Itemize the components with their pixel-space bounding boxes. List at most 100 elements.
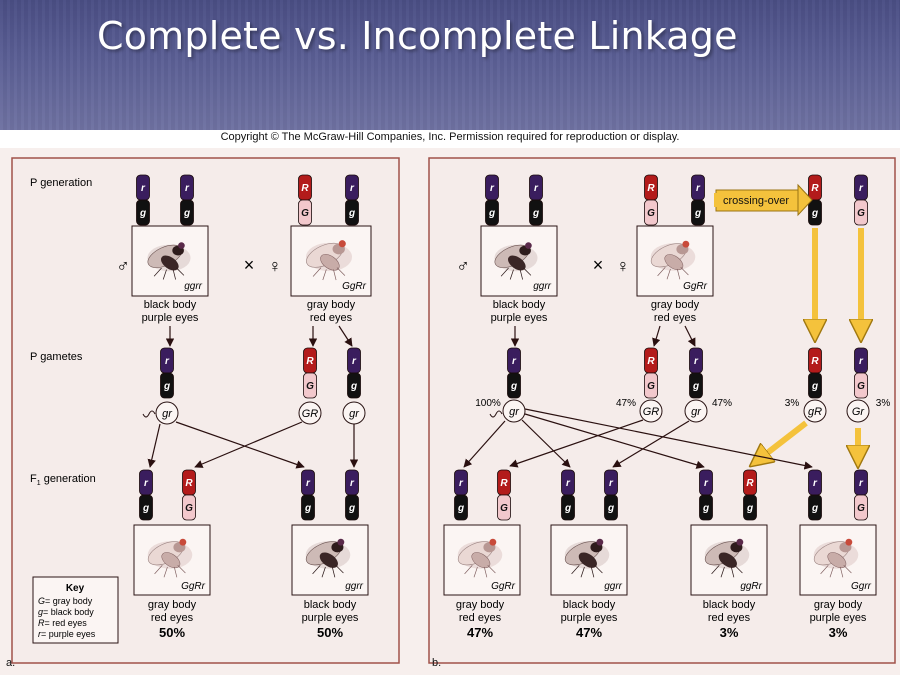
gamete-b-2-percent: 47%: [616, 398, 636, 409]
chromosome: rg: [139, 469, 153, 521]
offspring-a-2-percent: 50%: [317, 625, 343, 640]
offspring-b-1-genotype: GgRr: [491, 581, 516, 592]
chromosome: rg: [160, 347, 174, 399]
gamete-b-2: [639, 399, 663, 423]
chromosome: rG: [854, 347, 868, 399]
allele-label-top: r: [859, 478, 864, 489]
allele-label-bottom: g: [692, 381, 699, 392]
male-phenotype-line2: purple eyes: [142, 312, 199, 324]
allele-label-bottom: g: [811, 208, 818, 219]
panel-a: P generation P gametes F1 generation rgr…: [30, 174, 372, 644]
cross-symbol: ×: [244, 255, 255, 275]
allele-band-bottom: [529, 199, 543, 226]
female-symbol: ♀: [268, 256, 282, 276]
gamete-b-4-label: gR: [808, 406, 822, 418]
female-genotype-b: GgRr: [683, 281, 708, 292]
gamete-b-5: [846, 399, 870, 423]
chromosome: rg: [347, 347, 361, 399]
offspring-b-3-line2: red eyes: [708, 612, 751, 624]
allele-band-bottom: [454, 494, 468, 521]
allele-band-bottom: [644, 372, 658, 399]
allele-label-bottom: G: [857, 208, 865, 219]
allele-label-bottom: g: [564, 503, 571, 514]
allele-band-bottom: [180, 199, 194, 226]
chromosome: rG: [854, 174, 868, 226]
allele-band-bottom: [136, 199, 150, 226]
allele-label-top: r: [566, 478, 571, 489]
gamete-b-5-percent: 3%: [876, 398, 891, 409]
female-phenotype-line1: gray body: [307, 299, 356, 311]
allele-label-top: r: [490, 183, 495, 194]
sperm-tail: [142, 410, 156, 418]
allele-label-top: r: [350, 478, 355, 489]
allele-band-bottom: [182, 494, 196, 521]
chromosome: Rg: [808, 347, 822, 399]
male-symbol: ♂: [116, 256, 130, 276]
key-title: Key: [66, 583, 85, 594]
chromosome: rg: [507, 347, 521, 399]
allele-band-bottom: [345, 199, 359, 226]
title-banner: [0, 0, 900, 130]
chromosome: rg: [699, 469, 713, 521]
copyright-notice: Copyright © The McGraw-Hill Companies, I…: [220, 131, 680, 143]
allele-label-top: R: [500, 478, 508, 489]
crossover-label-bg: [714, 193, 794, 207]
male-phenotype-b-line1: black body: [493, 299, 546, 311]
allele-label-bottom: g: [811, 381, 818, 392]
allele-band-bottom: [345, 494, 359, 521]
offspring-a-1-line1: gray body: [148, 599, 197, 611]
allele-label-bottom: g: [488, 208, 495, 219]
allele-label-bottom: G: [857, 381, 865, 392]
key-item-red: R= red eyes: [38, 618, 87, 628]
offspring-a-2-line2: purple eyes: [302, 612, 359, 624]
female-phenotype-b-line2: red eyes: [654, 312, 697, 324]
chromosome: rg: [808, 469, 822, 521]
allele-label-top: r: [704, 478, 709, 489]
offspring-b-1-line1: gray body: [456, 599, 505, 611]
allele-band-bottom: [303, 372, 317, 399]
chromosome: rg: [689, 347, 703, 399]
chromosome: RG: [497, 469, 511, 521]
gamete-a-1-label: gr: [162, 408, 173, 420]
allele-band-bottom: [507, 372, 521, 399]
chromosome: RG: [644, 347, 658, 399]
allele-label-top: r: [696, 183, 701, 194]
allele-band-bottom: [139, 494, 153, 521]
allele-label-top: r: [185, 183, 190, 194]
allele-label-bottom: G: [857, 503, 865, 514]
male-genotype: ggrr: [184, 281, 202, 292]
p-generation-label: P generation: [30, 177, 92, 189]
allele-label-bottom: g: [702, 503, 709, 514]
chromosome: RG: [644, 174, 658, 226]
allele-label-bottom: g: [163, 381, 170, 392]
offspring-a-2-genotype: ggrr: [345, 581, 363, 592]
allele-label-bottom: G: [306, 381, 314, 392]
allele-band-bottom: [743, 494, 757, 521]
chromosome: rg: [454, 469, 468, 521]
gamete-b-1: [502, 399, 526, 423]
allele-label-bottom: G: [647, 208, 655, 219]
allele-band-bottom: [561, 494, 575, 521]
allele-label-top: r: [859, 356, 864, 367]
female-phenotype-b-line1: gray body: [651, 299, 700, 311]
allele-label-bottom: g: [510, 381, 517, 392]
allele-band-bottom: [298, 199, 312, 226]
chromosome: rg: [485, 174, 499, 226]
chromosome: rg: [345, 469, 359, 521]
allele-band-bottom: [808, 494, 822, 521]
allele-label-top: r: [512, 356, 517, 367]
gamete-b-3-percent: 47%: [712, 398, 732, 409]
offspring-a-1-line2: red eyes: [151, 612, 194, 624]
allele-label-top: R: [811, 356, 819, 367]
gamete-b-1-percent: 100%: [475, 398, 501, 409]
allele-label-top: r: [165, 356, 170, 367]
allele-label-top: R: [185, 478, 193, 489]
chromosome: Rg: [808, 174, 822, 226]
allele-band-bottom: [497, 494, 511, 521]
chromosome: rg: [529, 174, 543, 226]
allele-band-bottom: [604, 494, 618, 521]
chromosome: rG: [854, 469, 868, 521]
allele-label-bottom: G: [185, 503, 193, 514]
offspring-b-2-line1: black body: [563, 599, 616, 611]
sperm-tail: [489, 410, 503, 418]
